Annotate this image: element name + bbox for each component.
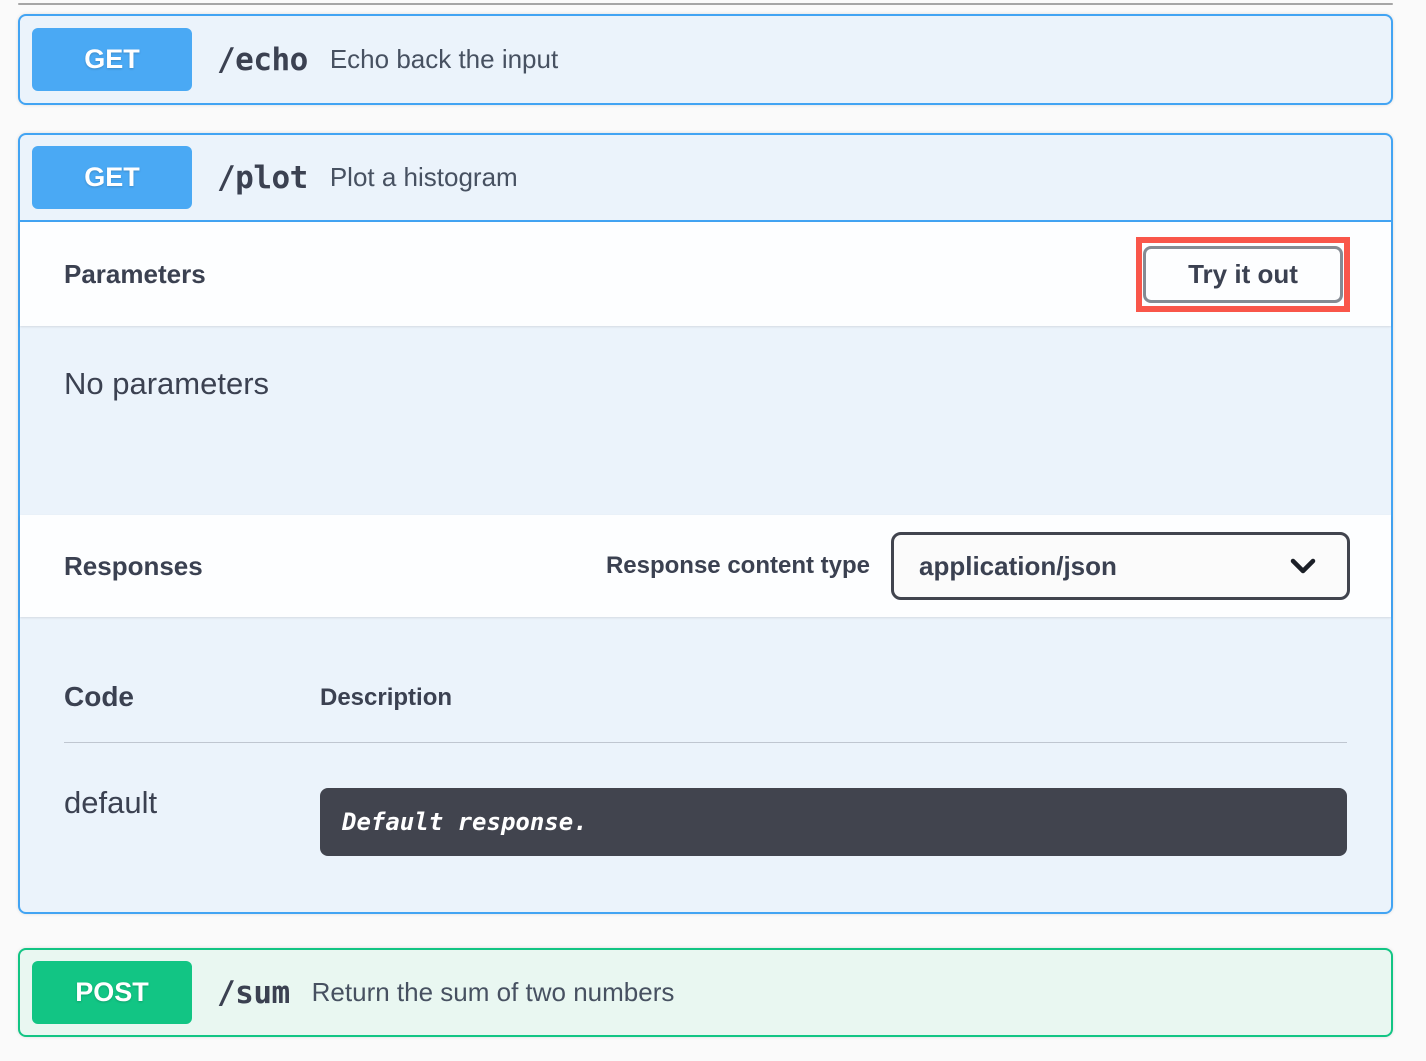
responses-section-header: Responses Response content type applicat… bbox=[20, 515, 1391, 617]
endpoint-block-echo: GET /echo Echo back the input bbox=[18, 14, 1393, 105]
chevron-down-icon bbox=[1290, 558, 1316, 574]
response-content-type-group: Response content type application/json bbox=[606, 532, 1350, 600]
endpoint-summary-plot[interactable]: GET /plot Plot a histogram bbox=[20, 135, 1391, 222]
endpoint-block-plot: GET /plot Plot a histogram Parameters Tr… bbox=[18, 133, 1393, 914]
endpoint-description: Echo back the input bbox=[329, 44, 559, 74]
response-description-text: Default response. bbox=[342, 808, 588, 836]
try-it-out-button[interactable]: Try it out bbox=[1143, 245, 1343, 303]
responses-body: Code Description default Default respons… bbox=[20, 617, 1391, 912]
response-content-type-label: Response content type bbox=[605, 552, 870, 579]
parameters-body: No parameters bbox=[20, 326, 1391, 515]
no-parameters-text: No parameters bbox=[64, 366, 270, 401]
parameters-title: Parameters bbox=[64, 258, 206, 289]
response-row: default Default response. bbox=[64, 743, 1347, 856]
endpoint-description: Return the sum of two numbers bbox=[311, 977, 675, 1007]
endpoint-block-sum: POST /sum Return the sum of two numbers bbox=[18, 948, 1393, 1037]
responses-title: Responses bbox=[64, 550, 203, 581]
description-column-header: Description bbox=[320, 684, 453, 711]
response-code: default bbox=[64, 785, 158, 820]
endpoint-description: Plot a histogram bbox=[329, 162, 518, 192]
try-it-out-highlight-annotation: Try it out bbox=[1136, 236, 1350, 312]
endpoint-summary-echo[interactable]: GET /echo Echo back the input bbox=[20, 16, 1391, 103]
endpoint-path: /echo bbox=[217, 41, 308, 78]
api-docs-container: GET /echo Echo back the input GET /plot … bbox=[18, 3, 1393, 1037]
response-content-type-select[interactable]: application/json bbox=[891, 532, 1350, 600]
endpoint-summary-sum[interactable]: POST /sum Return the sum of two numbers bbox=[20, 950, 1391, 1035]
endpoint-path: /plot bbox=[217, 159, 308, 196]
table-divider bbox=[64, 742, 1347, 743]
section-divider bbox=[18, 3, 1393, 5]
response-description-cell: Default response. bbox=[320, 785, 1347, 856]
response-description-block: Default response. bbox=[320, 788, 1347, 856]
endpoint-path: /sum bbox=[217, 974, 290, 1011]
method-badge-get: GET bbox=[32, 28, 192, 91]
parameters-section-header: Parameters Try it out bbox=[20, 222, 1391, 326]
code-column-header: Code bbox=[64, 681, 134, 712]
responses-table-header: Code Description bbox=[64, 681, 1347, 713]
response-content-type-value: application/json bbox=[919, 550, 1117, 581]
method-badge-post: POST bbox=[32, 961, 192, 1024]
method-badge-get: GET bbox=[32, 146, 192, 209]
responses-table: Code Description default Default respons… bbox=[64, 681, 1347, 856]
